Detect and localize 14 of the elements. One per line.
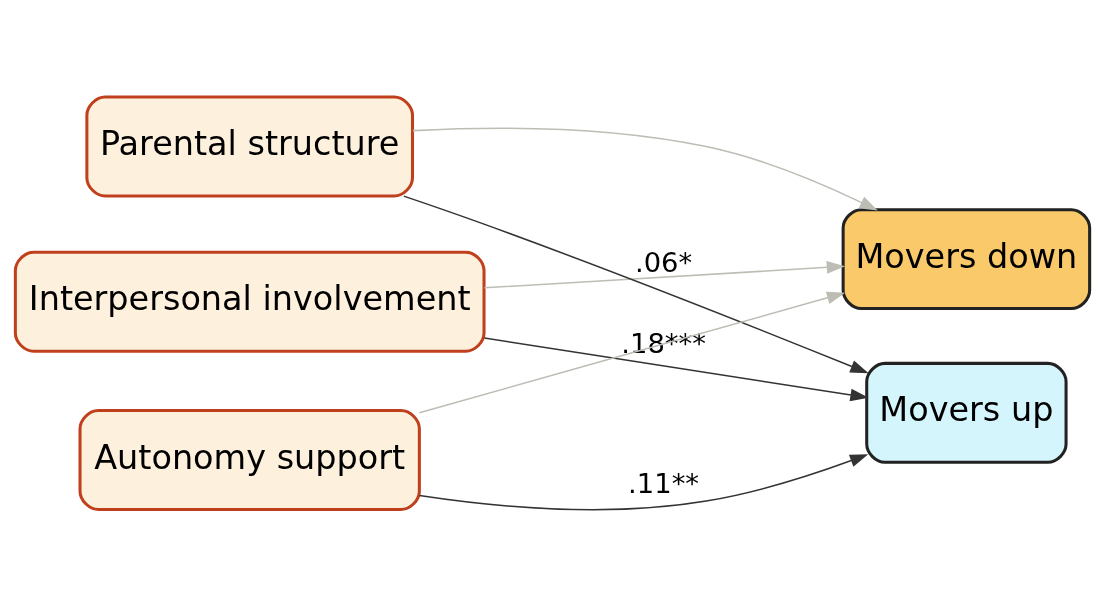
- node-box: Autonomy support: [78, 408, 421, 511]
- edge-label: .06*: [634, 246, 693, 278]
- arrow: [418, 453, 869, 510]
- arrow: [412, 126, 878, 210]
- arrow: [418, 291, 846, 413]
- node-box: Movers up: [865, 361, 1068, 464]
- edge-label: .18***: [621, 327, 706, 359]
- node-box: Parental structure: [85, 95, 415, 197]
- arrow: [483, 260, 846, 289]
- node-box: Movers down: [841, 207, 1092, 310]
- edge-label: .11**: [628, 467, 700, 499]
- arrow: [483, 336, 869, 401]
- node-box: Interpersonal involvement: [13, 250, 486, 353]
- arrow: [403, 194, 869, 373]
